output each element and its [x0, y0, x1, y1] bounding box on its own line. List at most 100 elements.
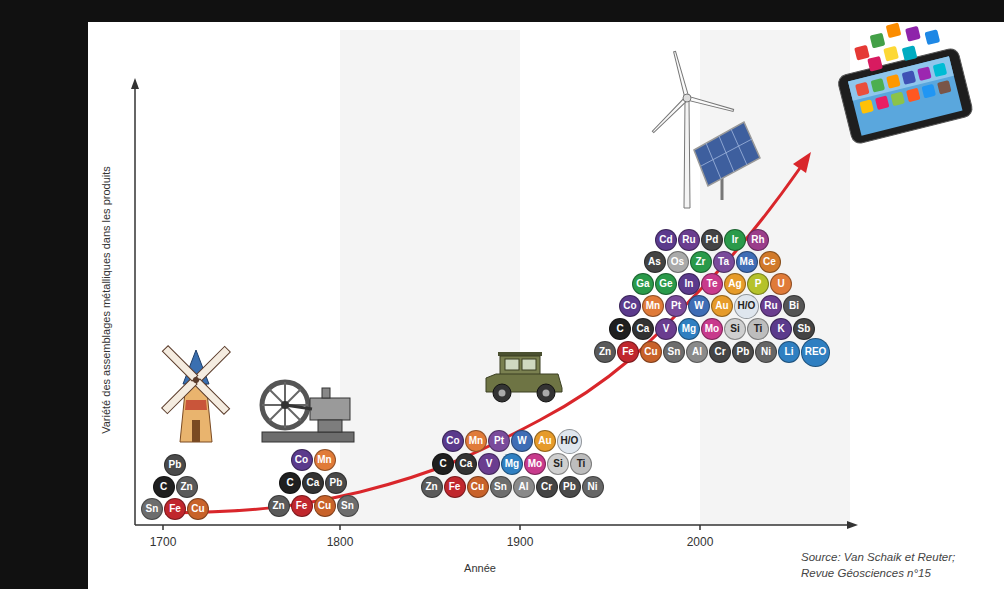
element-circle: Ga [632, 273, 654, 295]
element-symbol: Mn [469, 436, 483, 446]
element-circle: Pb [559, 476, 581, 498]
element-symbol: Ni [761, 347, 771, 357]
element-circle: Ma [736, 251, 758, 273]
element-circle: Zn [268, 495, 290, 517]
tick-label: 2000 [687, 535, 714, 549]
element-circle: Cu [467, 476, 489, 498]
element-symbol: Ca [637, 324, 650, 334]
element-circle: REO [801, 338, 830, 367]
element-symbol: Au [538, 436, 551, 446]
element-circle: Ca [632, 318, 654, 340]
element-circle: V [655, 318, 677, 340]
element-circle: Co [442, 430, 464, 452]
element-symbol: C [286, 478, 293, 488]
element-circle: Ag [724, 273, 746, 295]
element-circle: Fe [617, 341, 639, 363]
element-symbol: Co [295, 455, 308, 465]
element-circle: Ru [678, 229, 700, 251]
element-circle: Mn [465, 430, 487, 452]
element-symbol: Sn [341, 501, 354, 511]
wind-turbine-icon [652, 51, 734, 208]
element-circle: Zr [690, 251, 712, 273]
element-circle: C [153, 476, 175, 498]
element-circle: Pt [665, 295, 687, 317]
element-circle: Ca [455, 453, 477, 475]
element-circle: Os [667, 251, 689, 273]
element-symbol: Si [553, 459, 562, 469]
element-symbol: Ca [460, 459, 473, 469]
element-circle: W [511, 430, 533, 452]
element-circle: H/O [557, 429, 582, 454]
element-circle: P [747, 273, 769, 295]
axis-title: Année [464, 562, 496, 574]
panel [88, 22, 1004, 589]
element-circle: Ta [713, 251, 735, 273]
element-symbol: Mo [705, 324, 719, 334]
element-circle: Mg [501, 453, 523, 475]
element-symbol: Sn [146, 504, 159, 514]
element-symbol: Pb [737, 347, 750, 357]
element-circle: Cr [536, 476, 558, 498]
element-symbol: W [517, 436, 526, 446]
element-circle: Sn [490, 476, 512, 498]
element-circle: Sn [663, 341, 685, 363]
element-symbol: Cu [318, 501, 331, 511]
growth-arrow [165, 152, 811, 513]
element-circle: Pt [488, 430, 510, 452]
element-circle: C [432, 453, 454, 475]
element-symbol: Pb [563, 482, 576, 492]
element-circle: V [478, 453, 500, 475]
element-circle: Li [778, 341, 800, 363]
element-symbol: Bi [789, 301, 799, 311]
element-circle: Cd [655, 229, 677, 251]
element-symbol: Ti [754, 324, 763, 334]
element-circle: Co [619, 295, 641, 317]
source-note: Source: Van Schaik et Reuter; Revue Géos… [801, 550, 981, 581]
element-symbol: Al [519, 482, 529, 492]
element-symbol: Fe [169, 504, 181, 514]
element-circle: Co [291, 449, 313, 471]
element-symbol: V [663, 324, 670, 334]
element-symbol: Mg [505, 459, 519, 469]
element-symbol: In [685, 279, 694, 289]
element-symbol: Ga [636, 279, 649, 289]
element-symbol: Si [730, 324, 739, 334]
element-symbol: K [777, 324, 784, 334]
element-symbol: REO [805, 347, 827, 357]
element-symbol: Zr [696, 257, 706, 267]
element-circle: H/O [734, 294, 759, 319]
element-circle: Pd [701, 229, 723, 251]
element-circle: W [688, 295, 710, 317]
element-symbol: H/O [561, 436, 579, 446]
element-circle: Sn [337, 495, 359, 517]
element-symbol: Ir [732, 235, 739, 245]
element-symbol: Co [623, 301, 636, 311]
element-circle: Sn [141, 498, 163, 520]
element-symbol: H/O [738, 301, 756, 311]
element-circle: Te [701, 273, 723, 295]
element-circle: U [770, 273, 792, 295]
element-symbol: Pb [330, 478, 343, 488]
element-symbol: Pb [169, 460, 182, 470]
element-circle: Ir [724, 229, 746, 251]
element-symbol: Ni [588, 482, 598, 492]
element-symbol: Fe [622, 347, 634, 357]
element-circle: C [279, 472, 301, 494]
solar-panel-icon [694, 122, 760, 200]
element-symbol: Cu [644, 347, 657, 357]
element-symbol: Zn [180, 482, 192, 492]
element-symbol: P [755, 279, 762, 289]
element-circle: Zn [421, 476, 443, 498]
element-symbol: Ma [740, 257, 754, 267]
element-circle: Sb [793, 318, 815, 340]
windmill-icon [162, 346, 231, 442]
element-symbol: Rh [751, 235, 764, 245]
smartphone-icon [827, 10, 973, 145]
axis-arrow [131, 78, 139, 89]
element-circle: Au [711, 295, 733, 317]
element-circle: In [678, 273, 700, 295]
element-symbol: Ce [763, 257, 776, 267]
element-symbol: Cu [471, 482, 484, 492]
